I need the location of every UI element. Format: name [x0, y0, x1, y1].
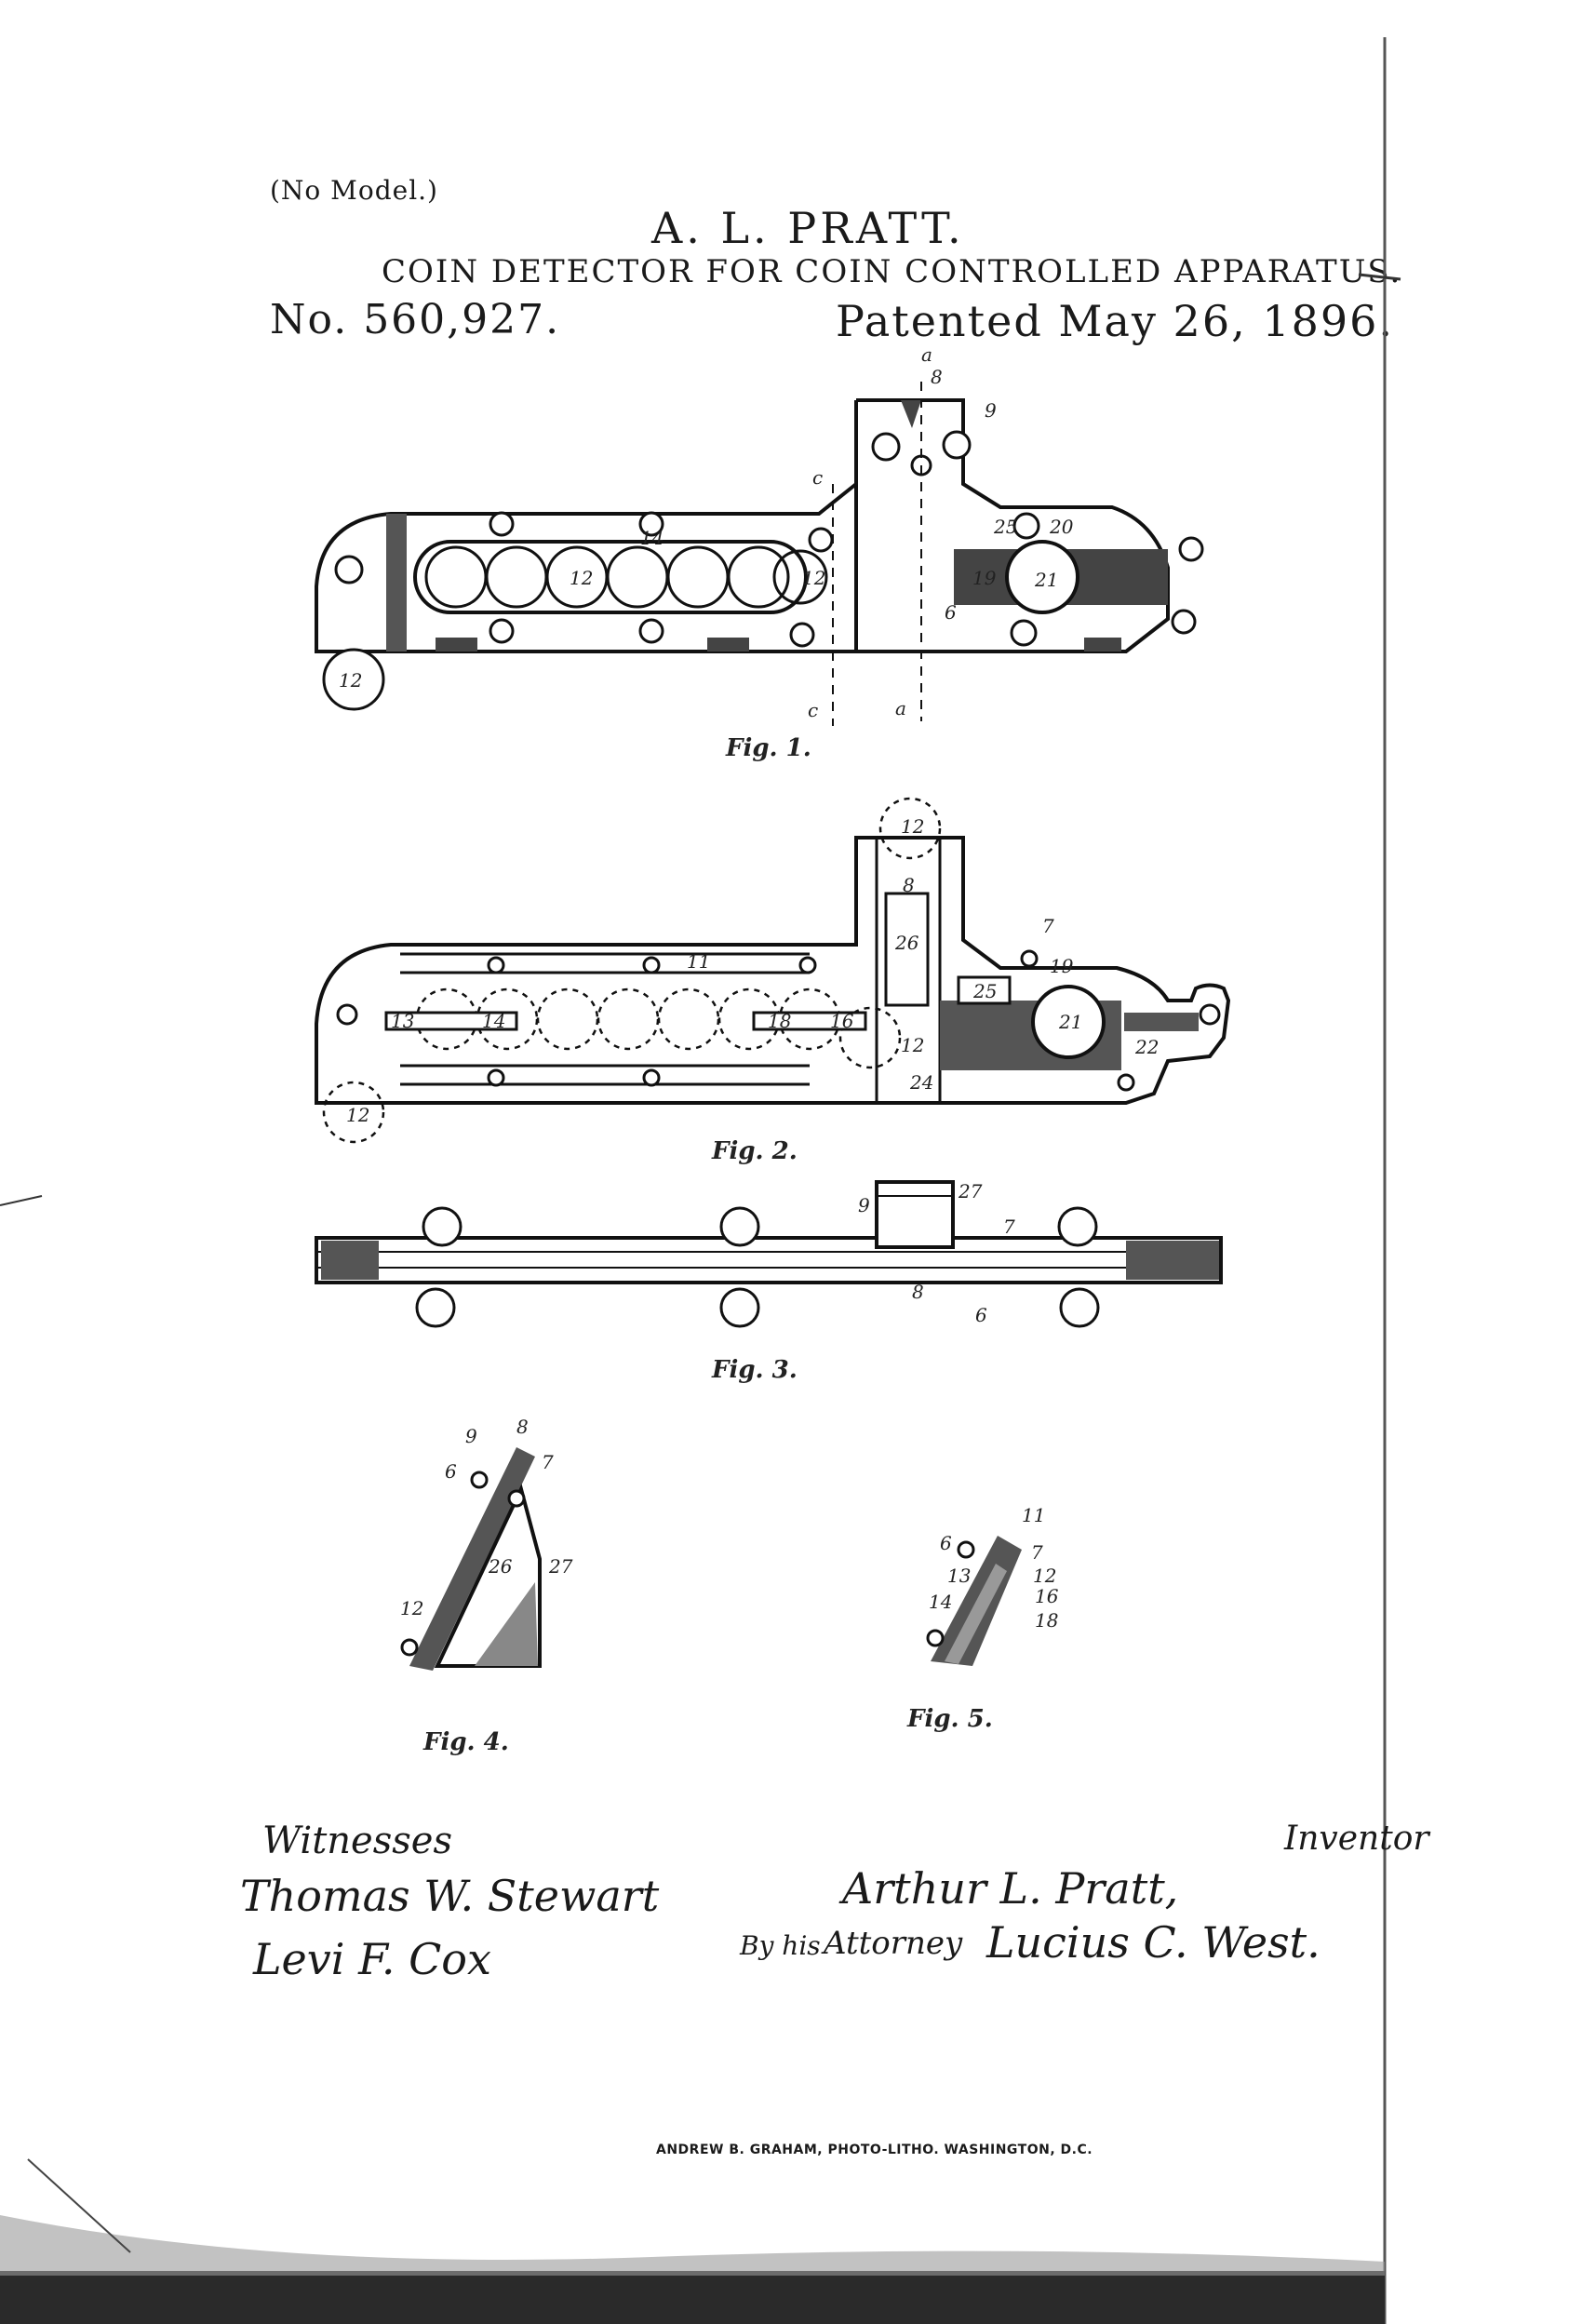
screws: [400, 1471, 526, 1657]
inclined-plate: [409, 1447, 535, 1671]
fig2-label: 12: [346, 1104, 369, 1126]
fig2-label: 14: [482, 1010, 505, 1032]
fig5-label: 12: [1033, 1565, 1056, 1587]
attorney-label: Attorney: [824, 1925, 963, 1962]
fig1-label: 25: [993, 516, 1017, 538]
model-note: (No Model.): [270, 175, 438, 206]
by-his-label: By his: [740, 1930, 821, 1961]
fig2-label: 12: [901, 815, 924, 838]
witness-1-signature: Thomas W. Stewart: [240, 1871, 660, 1921]
fig1-label: c: [812, 466, 823, 489]
fig5-label: 14: [929, 1591, 952, 1613]
lithographer-imprint: ANDREW B. GRAHAM, PHOTO-LITHO. WASHINGTO…: [656, 2143, 1093, 2157]
fig1-label: 21: [1034, 569, 1058, 591]
fig5-label: 11: [1022, 1504, 1045, 1526]
fig3-labels: 27 9 7 8 6: [858, 1180, 1015, 1326]
part-27: [875, 1180, 955, 1249]
fig2-label: 12: [901, 1034, 924, 1056]
fig1-label: 20: [1049, 516, 1074, 538]
fig4-label: 26: [488, 1555, 513, 1578]
fig5-caption: Fig. 5.: [906, 1705, 993, 1733]
fig5-label: 6: [940, 1532, 952, 1554]
fig1-label: 14: [640, 527, 664, 549]
fig5-label: 16: [1035, 1585, 1059, 1607]
fig5-label: 7: [1031, 1541, 1043, 1564]
fig1-label: 8: [931, 366, 943, 388]
screws: [334, 430, 1204, 648]
fig2-label: 19: [1050, 955, 1074, 977]
fig1-label: 19: [972, 567, 997, 589]
fig1-labels: a 8 9 c 14 12 12 25 20 19 21 6 12 c a: [339, 343, 1074, 721]
screws: [336, 949, 1221, 1092]
fig2-label: 7: [1042, 915, 1054, 937]
fig4-caption: Fig. 4.: [422, 1728, 509, 1756]
fig1-label: 12: [802, 567, 825, 589]
fig2-label: 11: [687, 950, 710, 973]
fig3-label: 8: [912, 1281, 924, 1303]
fig4-label: 12: [400, 1597, 423, 1619]
fig2-label: 21: [1058, 1011, 1082, 1033]
patent-title: COIN DETECTOR FOR COIN CONTROLLED APPARA…: [382, 253, 1402, 290]
coin-21: [1031, 985, 1106, 1059]
fig4-label: 8: [516, 1416, 529, 1438]
screw-heads: [415, 1206, 1100, 1328]
end-plate: [386, 514, 407, 652]
patent-date: Patented May 26, 1896.: [836, 296, 1395, 346]
witnesses-label: Witnesses: [262, 1820, 452, 1862]
fig2-labels: 12 8 7 26 11 19 25 21 13 14 18 16 12 22 …: [346, 815, 1159, 1126]
fig1-label: c: [808, 699, 818, 721]
attorney-signature: Lucius C. West.: [986, 1917, 1321, 1968]
fig1-caption: Fig. 1.: [725, 734, 811, 762]
fig1-label: 12: [570, 567, 593, 589]
fig4-labels: 8 9 7 6 26 27 12: [400, 1416, 573, 1619]
slot-25: [957, 975, 1012, 1005]
slot-26: [884, 892, 930, 1007]
fig5-label: 13: [947, 1565, 971, 1587]
spring-22: [1124, 1013, 1199, 1031]
screws: [926, 1540, 975, 1647]
fig5-labels: 11 6 7 13 12 16 14 18: [929, 1504, 1059, 1632]
fig3-label: 9: [858, 1194, 870, 1216]
fig2-label: 24: [909, 1071, 933, 1094]
fig4-label: 7: [542, 1451, 554, 1473]
fig4-label: 27: [548, 1555, 573, 1578]
fig1-label: a: [921, 343, 932, 366]
patent-number: No. 560,927.: [270, 296, 561, 343]
fig3-caption: Fig. 3.: [711, 1356, 798, 1384]
fig2-label: 25: [972, 980, 997, 1002]
fig1-label: 9: [985, 399, 997, 422]
fig1-label: a: [895, 697, 906, 719]
fig4-label: 9: [465, 1425, 477, 1447]
fig4-label: 6: [445, 1460, 457, 1483]
witness-2-signature: Levi F. Cox: [253, 1934, 491, 1984]
fig1-label: 12: [339, 669, 362, 692]
side-plate: [315, 1236, 1223, 1284]
inventor-name: A. L. PRATT.: [651, 203, 965, 253]
coin-21: [1005, 540, 1079, 614]
coin-12: [322, 648, 385, 711]
fig2-caption: Fig. 2.: [711, 1137, 798, 1165]
fig2-label: 26: [894, 932, 919, 954]
fig3-label: 27: [958, 1180, 983, 1202]
fig2-label: 8: [903, 874, 915, 896]
coin-stack: [424, 545, 828, 609]
fig5-label: 18: [1035, 1609, 1058, 1632]
coin-column: [413, 540, 808, 614]
fig2-label: 22: [1134, 1036, 1159, 1058]
inventor-label: Inventor: [1284, 1820, 1429, 1858]
fig2-label: 18: [768, 1010, 791, 1032]
inventor-signature: Arthur L. Pratt,: [842, 1863, 1179, 1914]
fig1-label: 6: [945, 601, 957, 624]
fig2-label: 16: [830, 1010, 854, 1032]
fig3-label: 7: [1003, 1216, 1015, 1238]
fig2-label: 13: [391, 1010, 414, 1032]
fig3-label: 6: [975, 1304, 987, 1326]
